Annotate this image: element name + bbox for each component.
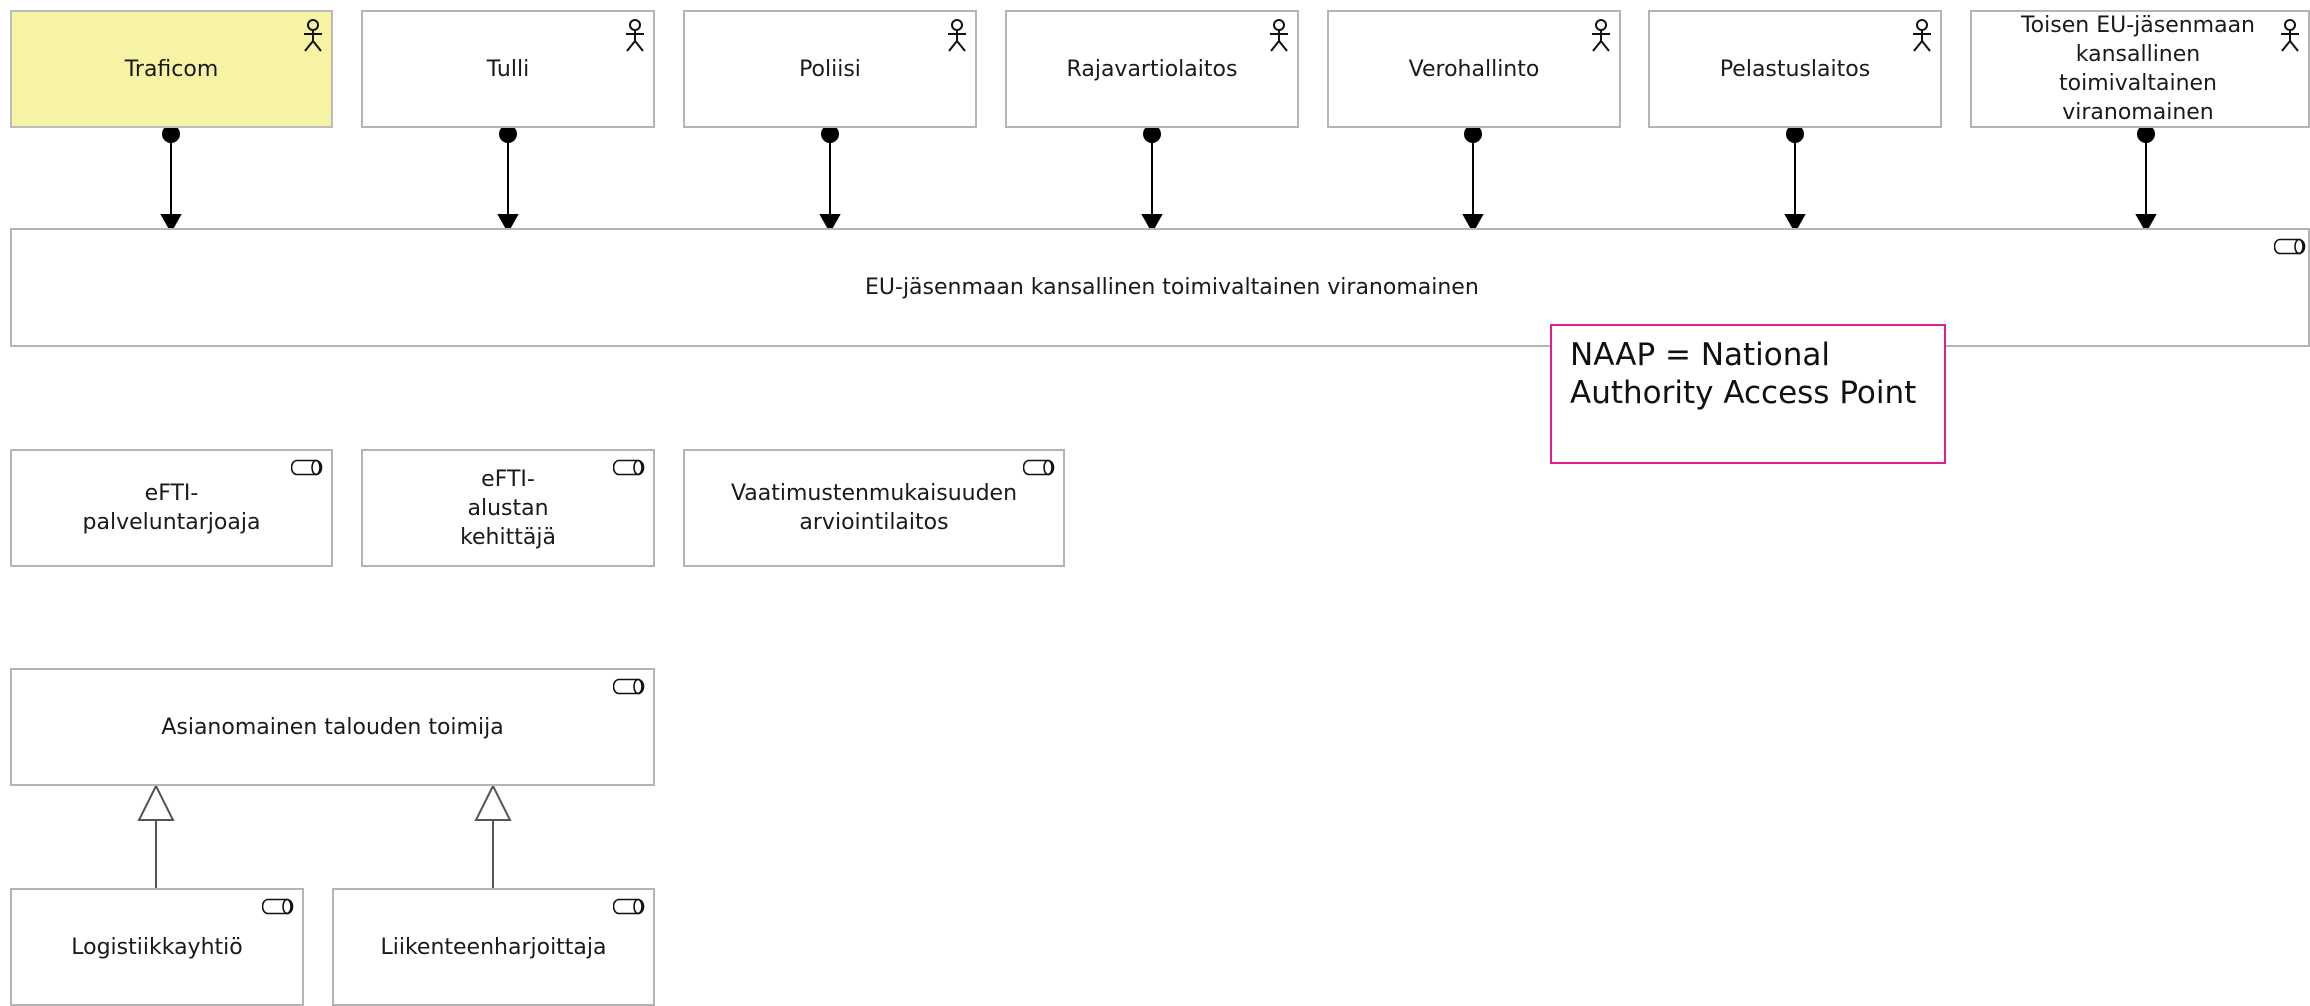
actor-label: Tulli (486, 56, 530, 82)
role-label: Liikenteenharjoittaja (380, 934, 607, 960)
actor-icon (2281, 19, 2299, 52)
role-icon (262, 898, 294, 915)
role-eu-kansallinen-viranomainen[interactable]: EU-jäsenmaan kansallinen toimivaltainen … (10, 228, 2310, 347)
actor-label: Rajavartiolaitos (1066, 56, 1238, 82)
role-label: Vaatimustenmukaisuuden arviointilaitos (730, 481, 1018, 535)
role-efti-palveluntarjoaja[interactable]: eFTI-palveluntarjoaja (10, 449, 333, 567)
assignment-connector-toisen-eu (2135, 125, 2157, 234)
assignment-connector-tulli (497, 125, 519, 234)
role-icon (2274, 238, 2306, 255)
role-icon (613, 898, 645, 915)
role-icon (1023, 459, 1055, 476)
assignment-connector-pelastuslaitos (1784, 125, 1806, 234)
actor-icon (948, 19, 966, 52)
actor-label: Pelastuslaitos (1719, 56, 1871, 82)
actor-icon (1913, 19, 1931, 52)
specialization-connector-liikenteenharjoittaja (474, 783, 512, 888)
role-efti-alustan-kehittaja[interactable]: eFTI-alustan kehittäjä (361, 449, 655, 567)
note-text: NAAP = National Authority Access Point (1570, 337, 1917, 411)
actor-icon (1592, 19, 1610, 52)
actor-label: Poliisi (799, 56, 861, 82)
assignment-connector-rajavartiolaitos (1141, 125, 1163, 234)
actor-toisen-eu-viranomainen[interactable]: Toisen EU-jäsenmaan kansallinen toimival… (1970, 10, 2310, 128)
role-label: eFTI-palveluntarjoaja (82, 481, 261, 535)
actor-icon (304, 19, 322, 52)
note-naap[interactable]: NAAP = National Authority Access Point (1550, 324, 1946, 464)
role-icon (613, 459, 645, 476)
actor-pelastuslaitos[interactable]: Pelastuslaitos (1648, 10, 1942, 128)
actor-label: Toisen EU-jäsenmaan kansallinen toimival… (2020, 13, 2256, 125)
assignment-connector-poliisi (819, 125, 841, 234)
actor-icon (626, 19, 644, 52)
assignment-connector-traficom (160, 125, 182, 234)
assignment-connector-verohallinto (1462, 125, 1484, 234)
role-asianomainen-talouden-toimija[interactable]: Asianomainen talouden toimija (10, 668, 655, 786)
role-label: EU-jäsenmaan kansallinen toimivaltainen … (865, 275, 1479, 300)
actor-poliisi[interactable]: Poliisi (683, 10, 977, 128)
role-logistiikkayhtio[interactable]: Logistiikkayhtiö (10, 888, 304, 1006)
role-liikenteenharjoittaja[interactable]: Liikenteenharjoittaja (332, 888, 655, 1006)
actor-icon (1270, 19, 1288, 52)
actor-label: Verohallinto (1408, 56, 1540, 82)
role-label: Logistiikkayhtiö (71, 934, 243, 960)
role-icon (291, 459, 323, 476)
actor-rajavartiolaitos[interactable]: Rajavartiolaitos (1005, 10, 1299, 128)
actor-verohallinto[interactable]: Verohallinto (1327, 10, 1621, 128)
role-vaatimustenmukaisuuden-arviointilaitos[interactable]: Vaatimustenmukaisuuden arviointilaitos (683, 449, 1065, 567)
role-icon (613, 678, 645, 695)
actor-traficom[interactable]: Traficom (10, 10, 333, 128)
actor-tulli[interactable]: Tulli (361, 10, 655, 128)
specialization-connector-logistiikkayhtio (137, 783, 175, 888)
role-label: Asianomainen talouden toimija (161, 714, 504, 740)
actor-label: Traficom (124, 56, 219, 82)
role-label: eFTI-alustan kehittäjä (460, 466, 556, 550)
